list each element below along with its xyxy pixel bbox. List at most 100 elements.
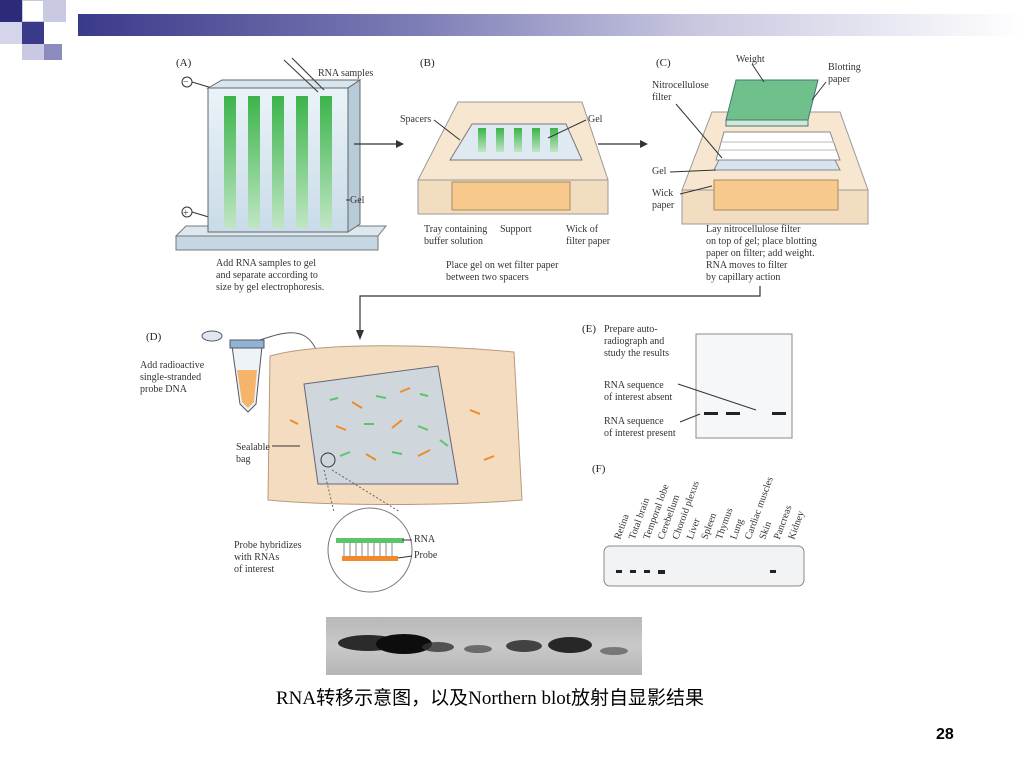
gel-label-b: Gel <box>588 114 603 125</box>
panel-e: (E) Prepare auto- radiograph and study t… <box>582 323 793 439</box>
gel-label-c: Gel <box>652 166 667 177</box>
caption-c-line1: Lay nitrocellulose filter <box>706 224 801 235</box>
support-block <box>451 181 571 211</box>
caption-c-line4: RNA moves to filter <box>706 260 788 271</box>
strip-band <box>616 570 622 573</box>
strip-band <box>630 570 636 573</box>
hybrid-label-line2: with RNAs <box>234 552 279 563</box>
blotting-label-line2: paper <box>828 74 851 85</box>
rna-strand <box>336 538 404 543</box>
slide-caption: RNA转移示意图，以及Northern blot放射自显影结果 <box>275 688 704 709</box>
caption-b-line1: Place gel on wet filter paper <box>446 260 559 271</box>
header-gradient-bar <box>78 14 1024 36</box>
strip-band <box>658 570 665 574</box>
present-line2: of interest present <box>604 428 676 439</box>
film-band <box>726 412 740 415</box>
northern-blot-photo <box>326 617 642 675</box>
film-band <box>704 412 718 415</box>
panel-b-letter: (B) <box>420 57 435 69</box>
caption-a-line1: Add RNA samples to gel <box>216 258 316 269</box>
nitro-label-line1: Nitrocellulose <box>652 80 709 91</box>
gel-lane <box>224 96 236 228</box>
tray-label-line1: Tray containing <box>424 224 487 235</box>
film-band <box>772 412 786 415</box>
header-square <box>22 22 44 44</box>
rna-label: RNA <box>414 534 436 545</box>
absent-line1: RNA sequence <box>604 380 664 391</box>
panel-b: (B) Spacers Gel Tray containing buffer s… <box>400 57 611 283</box>
gel-lane <box>248 96 260 228</box>
gel-lane <box>296 96 308 228</box>
header-square <box>0 0 22 22</box>
header-decoration <box>0 0 1024 62</box>
wick-paper-line1: Wick <box>652 188 673 199</box>
weight-label: Weight <box>736 54 765 65</box>
magnified-hybrid <box>327 507 413 593</box>
caption-c-line5: by capillary action <box>706 272 780 283</box>
add-probe-line1: Add radioactive <box>140 360 205 371</box>
caption-a-line3: size by gel electrophoresis. <box>216 282 324 293</box>
hybridized-marks <box>289 387 495 461</box>
probe-tube-cap <box>201 330 223 342</box>
arrow-c-to-d <box>359 286 761 332</box>
caption-c-line2: on top of gel; place blotting <box>706 236 817 247</box>
nitro-label-line2: filter <box>652 92 672 103</box>
panel-a-letter: (A) <box>176 57 192 69</box>
blot-strip <box>603 545 805 587</box>
header-square <box>44 22 66 44</box>
caption-c-line3: paper on filter; add weight. <box>706 248 815 259</box>
weight-block <box>725 79 819 121</box>
blotting-paper-stack <box>715 131 841 161</box>
bag-label-line2: bag <box>236 454 250 465</box>
e-title-line3: study the results <box>604 348 669 359</box>
e-title-line1: Prepare auto- <box>604 324 658 335</box>
autoradiograph-film <box>695 333 793 439</box>
filter-membrane <box>303 365 459 485</box>
header-square <box>22 44 44 60</box>
panel-c-letter: (C) <box>656 57 671 69</box>
panel-d: (D) Add radioactive single-stranded prob… <box>140 330 523 593</box>
present-line1: RNA sequence <box>604 416 664 427</box>
hybrid-label-line1: Probe hybridizes <box>234 540 302 551</box>
wick-paper-line2: paper <box>652 200 675 211</box>
add-probe-line2: single-stranded <box>140 372 201 383</box>
probe-label: Probe <box>414 550 438 561</box>
blotting-label-line1: Blotting <box>828 62 861 73</box>
strip-band <box>770 570 776 573</box>
header-square <box>44 0 66 22</box>
header-square <box>0 22 22 44</box>
plus-sign: + <box>183 208 189 219</box>
wick-label-line1: Wick of <box>566 224 599 235</box>
spacers-label: Spacers <box>400 114 431 125</box>
probe-strand <box>342 556 398 561</box>
absent-line2: of interest absent <box>604 392 673 403</box>
e-title-line2: radiograph and <box>604 336 664 347</box>
panel-e-letter: (E) <box>582 323 596 335</box>
panel-f-letter: (F) <box>592 463 606 475</box>
bag-label-line1: Sealable <box>236 442 270 453</box>
caption-b-line2: between two spacers <box>446 272 529 283</box>
panel-c: (C) Weight Blotting paper Nitrocellulose… <box>652 54 869 283</box>
header-square <box>44 44 62 60</box>
header-square <box>22 0 44 22</box>
tray-label-line2: buffer solution <box>424 236 483 247</box>
gel-lane <box>320 96 332 228</box>
panel-a: (A) − + RNA samples Ge <box>174 57 388 293</box>
wick-label-line2: filter paper <box>566 236 611 247</box>
hybrid-label-line3: of interest <box>234 564 274 575</box>
gel-lane <box>272 96 284 228</box>
add-probe-line3: probe DNA <box>140 384 188 395</box>
panel-d-letter: (D) <box>146 331 162 343</box>
support-label: Support <box>500 224 532 235</box>
page-number: 28 <box>936 726 954 743</box>
caption-a-line2: and separate according to <box>216 270 318 281</box>
northern-blot-diagram: (A) − + RNA samples Ge <box>140 54 869 593</box>
gel-label-a: Gel <box>350 195 365 206</box>
minus-sign: − <box>183 77 189 88</box>
rna-samples-label: RNA samples <box>318 68 373 79</box>
zoom-circle-marker <box>320 452 336 468</box>
strip-band <box>644 570 650 573</box>
